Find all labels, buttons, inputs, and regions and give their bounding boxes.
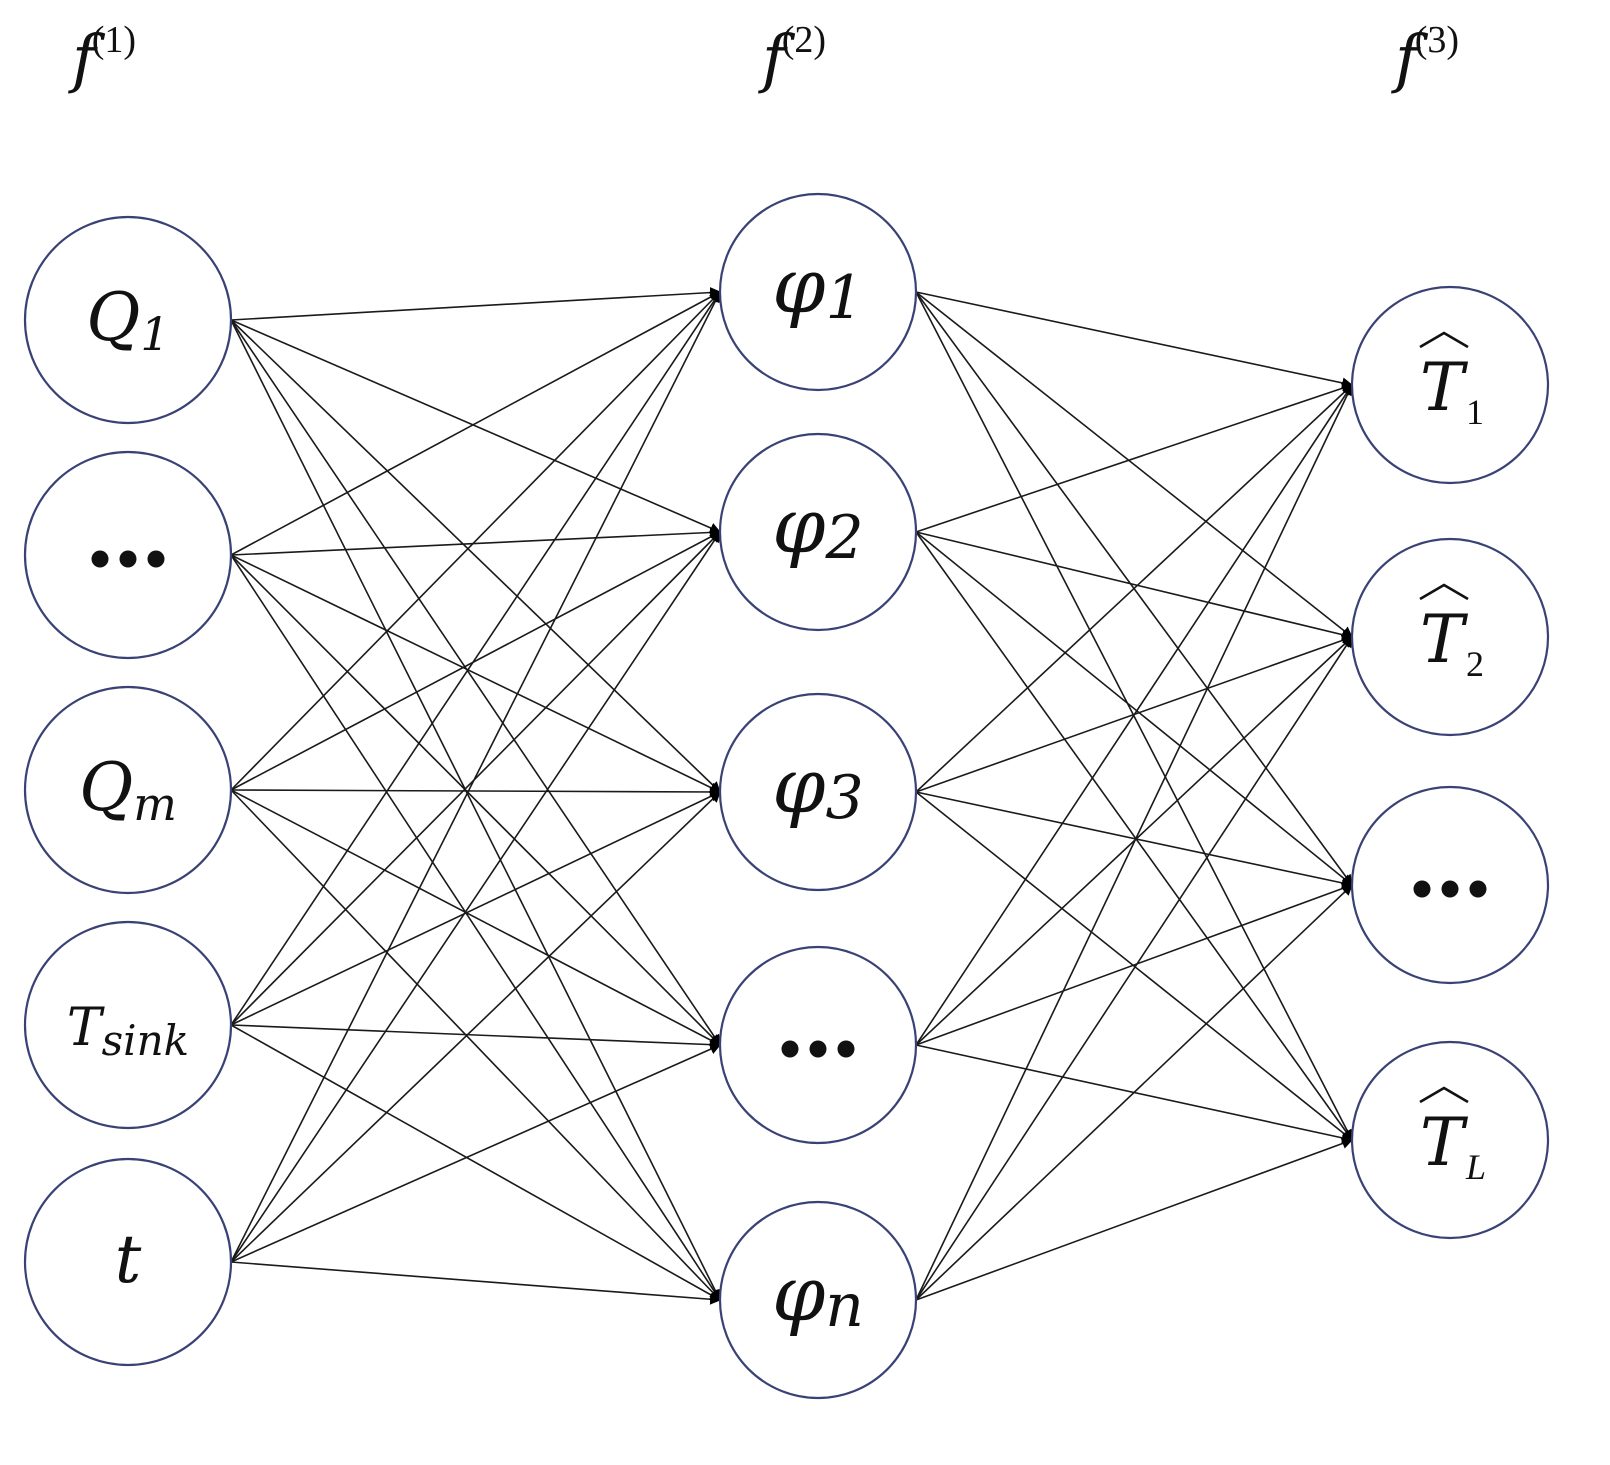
node-circle bbox=[718, 692, 918, 892]
node-circle bbox=[718, 192, 918, 392]
node-label: t bbox=[115, 1221, 142, 1298]
edge-l1-n5-to-l2-n5 bbox=[230, 1261, 722, 1305]
node-circle bbox=[1350, 285, 1550, 485]
edge-l1-n2-to-l2-n3 bbox=[230, 554, 721, 793]
hat-mark bbox=[1419, 583, 1469, 601]
node-circle bbox=[23, 685, 233, 895]
edge-l1-n2-to-l2-n1 bbox=[230, 291, 721, 556]
layer-label-2: f(2) bbox=[758, 19, 826, 96]
node-circle bbox=[23, 1157, 233, 1367]
edge-l1-n2-to-l2-n4 bbox=[230, 554, 721, 1046]
node-layer1-4: Tsink bbox=[23, 920, 233, 1130]
ellipsis-icon bbox=[1413, 880, 1487, 898]
node-layer2-1: φ1 bbox=[718, 192, 918, 392]
node-circle bbox=[23, 920, 233, 1130]
edge-l1-n3-to-l2-n4 bbox=[230, 789, 721, 1046]
node-layer2-4 bbox=[718, 945, 918, 1145]
edge-l1-n3-to-l2-n5 bbox=[230, 789, 721, 1301]
node-label: Qm bbox=[79, 749, 177, 831]
hat-mark bbox=[1419, 331, 1469, 349]
edge-l1-n4-to-l2-n5 bbox=[230, 1024, 721, 1301]
edge-l1-n5-to-l2-n3 bbox=[230, 791, 721, 1263]
node-label: TL bbox=[1420, 1104, 1486, 1187]
node-label: Q1 bbox=[86, 279, 169, 361]
node-label: φn bbox=[772, 1249, 864, 1341]
node-circle bbox=[718, 1200, 918, 1400]
edge-l2-n2-to-l3-n2 bbox=[915, 531, 1354, 641]
edge-l1-n4-to-l2-n3 bbox=[230, 791, 721, 1026]
edge-l2-n5-to-l3-n4 bbox=[915, 1138, 1354, 1301]
edge-l1-n5-to-l2-n1 bbox=[230, 291, 721, 1263]
edge-l2-n2-to-l3-n3 bbox=[915, 531, 1353, 886]
node-layer1-2 bbox=[23, 450, 233, 660]
node-label: T1 bbox=[1420, 349, 1484, 432]
edge-l1-n1-to-l2-n5 bbox=[230, 319, 721, 1301]
node-layer3-1: T1 bbox=[1350, 285, 1550, 485]
edge-l2-n3-to-l3-n4 bbox=[915, 791, 1353, 1141]
node-label: φ1 bbox=[772, 241, 863, 333]
edge-l2-n1-to-l3-n2 bbox=[915, 291, 1353, 638]
edge-l1-n5-to-l2-n4 bbox=[230, 1043, 722, 1263]
edge-l2-n4-to-l3-n1 bbox=[915, 384, 1353, 1046]
node-label: φ3 bbox=[772, 741, 863, 833]
node-circle bbox=[718, 432, 918, 632]
node-layer1-5: t bbox=[23, 1157, 233, 1367]
node-label: T2 bbox=[1420, 601, 1484, 684]
edge-l2-n5-to-l3-n3 bbox=[915, 884, 1353, 1301]
node-circle bbox=[23, 215, 233, 425]
edge-l1-n5-to-l2-n2 bbox=[230, 531, 721, 1263]
connections bbox=[230, 287, 1354, 1305]
edge-l1-n4-to-l2-n1 bbox=[230, 291, 721, 1026]
layer-labels: f(1) f(2) f(3) bbox=[68, 19, 1459, 96]
node-layer3-3 bbox=[1350, 785, 1550, 985]
node-circle bbox=[1350, 1040, 1550, 1240]
edge-l2-n3-to-l3-n3 bbox=[915, 791, 1354, 889]
edge-l1-n3-to-l2-n3 bbox=[230, 786, 722, 798]
node-layer3-2: T2 bbox=[1350, 537, 1550, 737]
ellipsis-icon bbox=[91, 550, 165, 568]
edge-l2-n5-to-l3-n2 bbox=[915, 636, 1353, 1301]
edge-l1-n1-to-l2-n1 bbox=[230, 287, 722, 321]
hat-mark bbox=[1419, 1086, 1469, 1104]
edge-l2-n4-to-l3-n3 bbox=[915, 883, 1354, 1046]
edge-l2-n2-to-l3-n4 bbox=[915, 531, 1353, 1141]
edge-l2-n5-to-l3-n1 bbox=[915, 384, 1353, 1301]
node-layer1-1: Q1 bbox=[23, 215, 233, 425]
edge-l2-n3-to-l3-n1 bbox=[915, 384, 1353, 793]
edge-l1-n1-to-l2-n4 bbox=[230, 319, 721, 1046]
edge-l1-n3-to-l2-n1 bbox=[230, 291, 721, 791]
edge-l1-n3-to-l2-n2 bbox=[230, 531, 721, 791]
node-layer1-3: Qm bbox=[23, 685, 233, 895]
edge-l2-n2-to-l3-n1 bbox=[915, 382, 1354, 533]
node-label: φ2 bbox=[772, 481, 863, 573]
node-layer2-3: φ3 bbox=[718, 692, 918, 892]
edge-l2-n1-to-l3-n1 bbox=[915, 291, 1354, 389]
ellipsis-icon bbox=[781, 1040, 855, 1058]
layer-label-3: f(3) bbox=[1391, 19, 1459, 96]
node-layer2-5: φn bbox=[718, 1200, 918, 1400]
edge-l1-n2-to-l2-n5 bbox=[230, 554, 721, 1301]
edge-l1-n4-to-l2-n4 bbox=[230, 1024, 722, 1051]
edge-l1-n2-to-l2-n2 bbox=[230, 526, 722, 556]
edge-l1-n1-to-l2-n2 bbox=[230, 319, 722, 534]
node-layer3-4: TL bbox=[1350, 1040, 1550, 1240]
node-circle bbox=[1350, 537, 1550, 737]
edge-l1-n1-to-l2-n3 bbox=[230, 319, 721, 793]
node-layer2-2: φ2 bbox=[718, 432, 918, 632]
node-label: Tsink bbox=[67, 998, 189, 1065]
layer-label-1: f(1) bbox=[68, 19, 136, 96]
